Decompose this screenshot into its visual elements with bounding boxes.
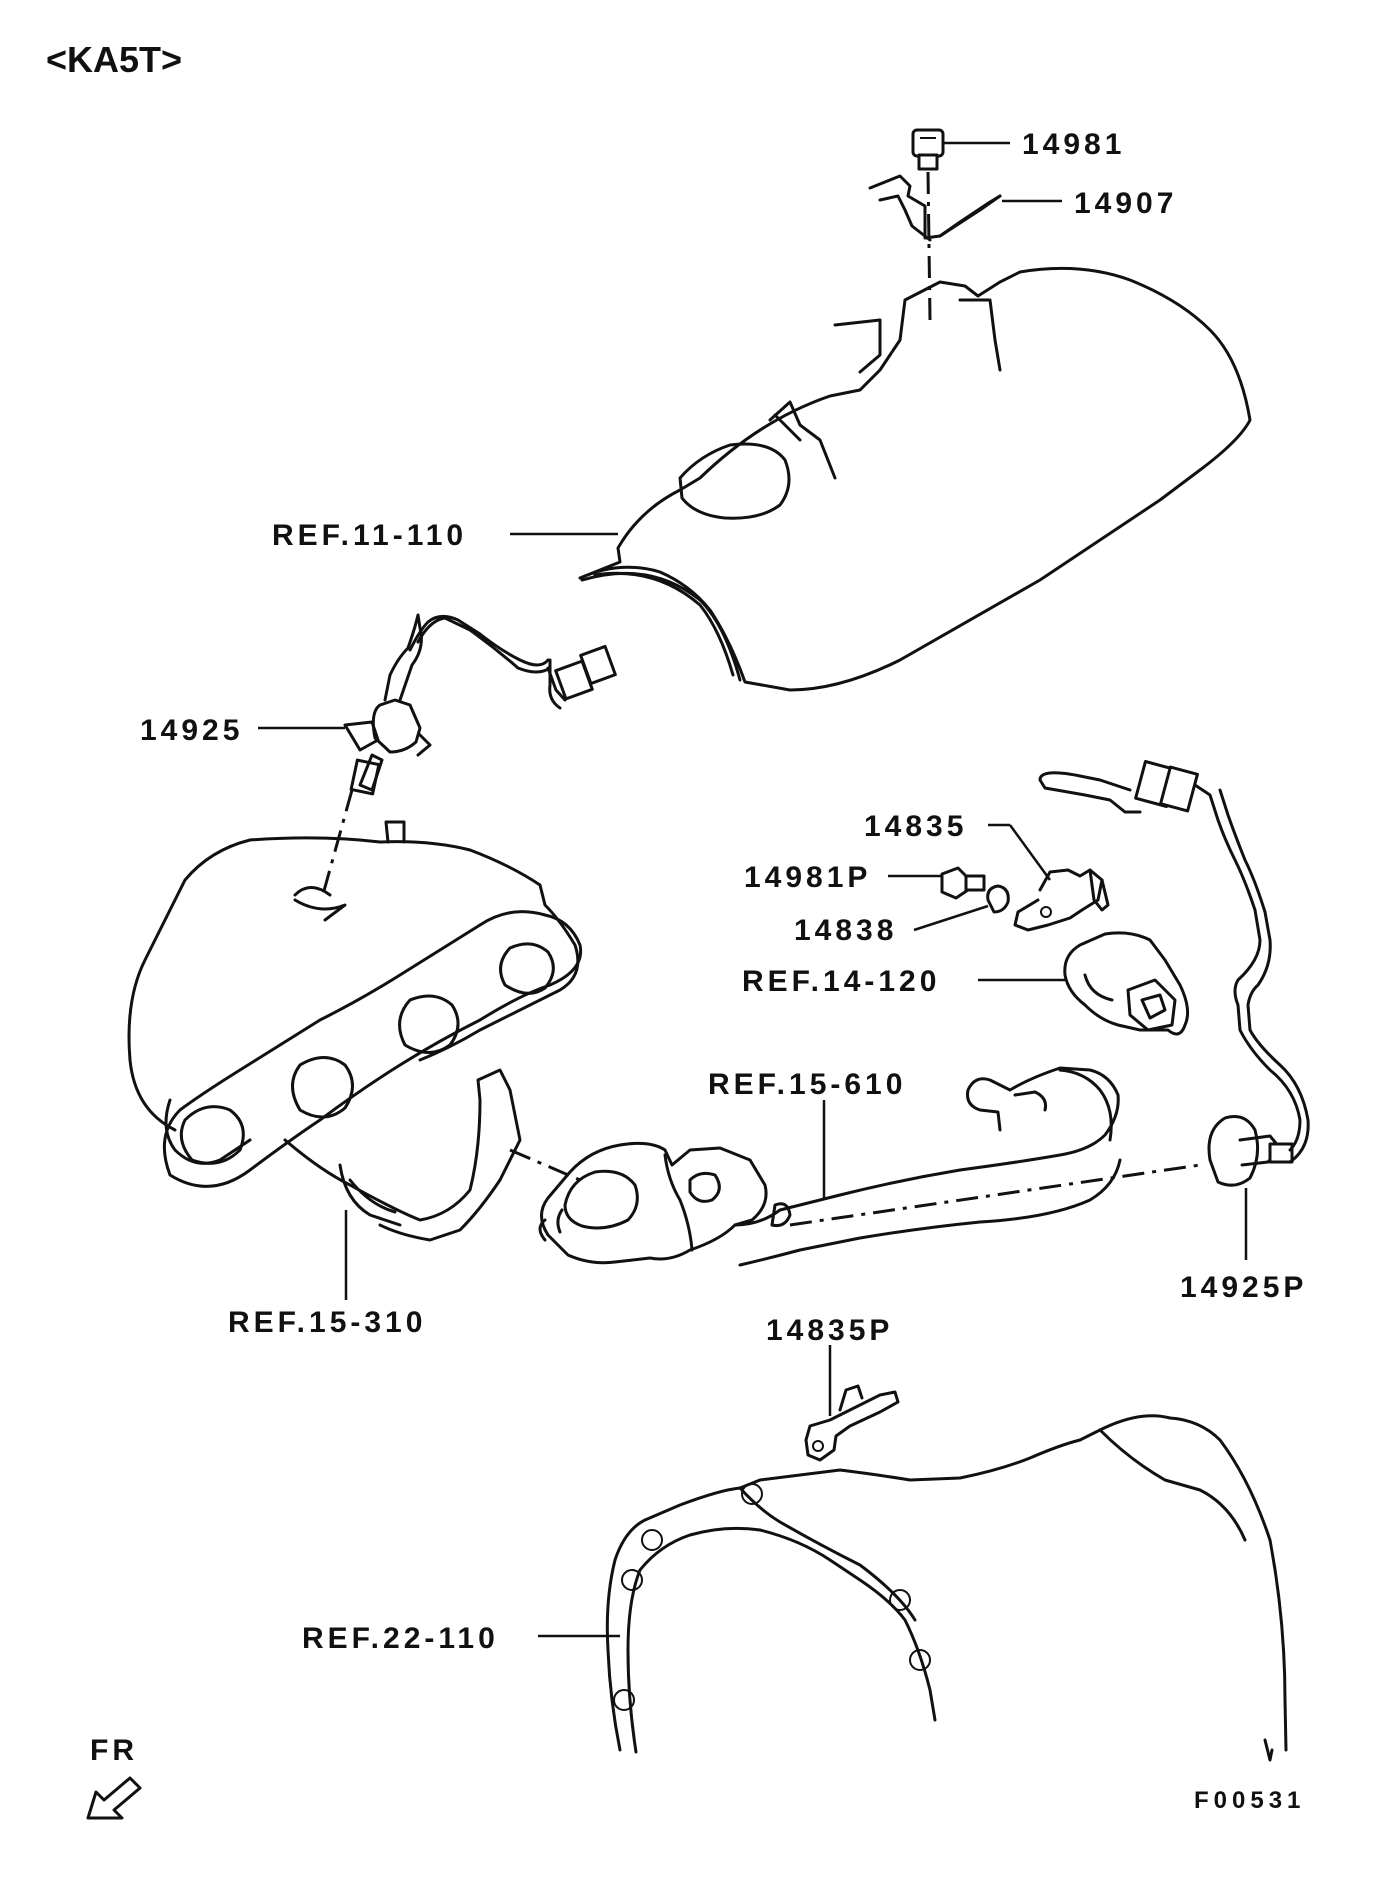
label-14835: 14835 — [864, 810, 967, 843]
bracket-14907[interactable] — [868, 174, 1002, 242]
cylinder-block-ref-22-110[interactable] — [605, 1414, 1288, 1762]
component-ref-14-120[interactable] — [1063, 931, 1190, 1036]
label-ref-15-610: REF.15-610 — [708, 1068, 906, 1101]
assembly-line-manifold — [509, 1148, 581, 1182]
label-ref-14-120: REF.14-120 — [742, 965, 940, 998]
label-14835p: 14835P — [766, 1314, 893, 1347]
front-pipe-ref-15-610[interactable] — [538, 1066, 1122, 1267]
bolt-14981[interactable] — [911, 128, 945, 171]
label-14981p: 14981P — [744, 861, 871, 894]
exhaust-manifold-ref-15-310[interactable] — [127, 820, 583, 1242]
assembly-line-14981 — [926, 171, 932, 321]
label-ref-15-310: REF.15-310 — [228, 1306, 426, 1339]
nut-14838[interactable] — [986, 884, 1010, 914]
front-arrow-icon — [86, 1776, 142, 1820]
label-ref-22-110: REF.22-110 — [302, 1622, 499, 1655]
label-14838: 14838 — [794, 914, 897, 947]
heat-protector-ref-11-110[interactable] — [578, 266, 1252, 692]
assembly-line-14925 — [320, 789, 354, 899]
oxygen-sensor-14925[interactable] — [343, 613, 617, 796]
label-14907: 14907 — [1074, 187, 1177, 220]
label-ref-11-110: REF.11-110 — [272, 519, 467, 552]
figure-code: F00531 — [1194, 1787, 1305, 1814]
bracket-14835p[interactable] — [804, 1384, 900, 1462]
bolt-14981p[interactable] — [940, 866, 986, 900]
bracket-14835[interactable] — [1013, 868, 1110, 932]
leader-14838 — [913, 904, 989, 932]
front-label: FR — [90, 1734, 138, 1767]
assembly-line-14925p — [789, 1163, 1201, 1227]
label-14925: 14925 — [140, 714, 243, 747]
model-code-title: <KA5T> — [46, 39, 182, 80]
oxygen-sensor-14925p[interactable] — [1038, 760, 1310, 1187]
label-14981: 14981 — [1022, 128, 1125, 161]
leader-14835-b — [1008, 824, 1052, 881]
label-14925p: 14925P — [1180, 1271, 1307, 1304]
